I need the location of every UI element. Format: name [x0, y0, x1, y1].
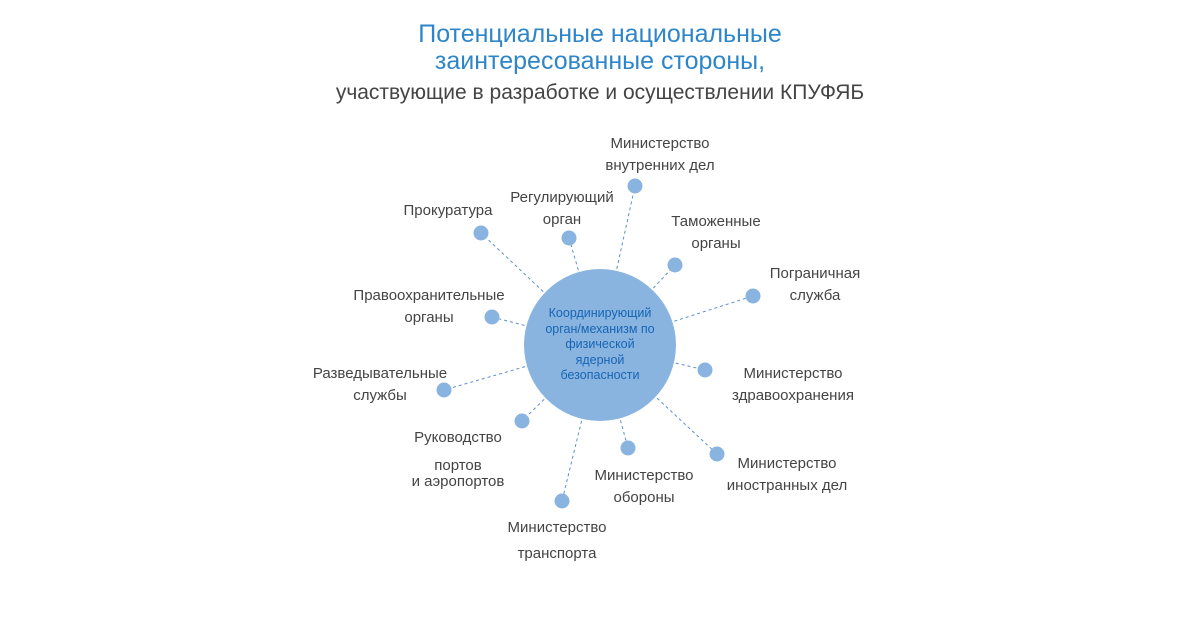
stakeholder-label-customs: Таможенные органы	[651, 211, 781, 255]
label-line: Министерство	[743, 365, 843, 382]
label-line: Разведывательные	[312, 365, 448, 382]
center-label: Координирующий орган/механизм по физичес…	[532, 306, 668, 384]
node-dot-customs	[667, 257, 683, 273]
node-dot-prosecutor	[473, 225, 489, 241]
label-line: Министерство	[507, 519, 607, 536]
node-dot-foreign	[709, 446, 725, 462]
label-line: иностранных дел	[726, 477, 848, 494]
node-group	[436, 178, 761, 509]
label-line: Руководство	[414, 429, 502, 446]
label-line: Таможенные	[671, 213, 761, 230]
node-dot-regulator	[561, 230, 577, 246]
stakeholder-label-ports: Руководство портов и аэропортов	[396, 427, 520, 493]
label-line: служба	[789, 287, 841, 304]
stakeholder-label-foreign: Министерство иностранных дел	[712, 453, 862, 497]
label-line: транспорта	[517, 545, 597, 562]
label-line: органы	[691, 235, 741, 252]
label-line: орган	[542, 211, 582, 228]
node-dot-mvd	[627, 178, 643, 194]
node-dot-transport	[554, 493, 570, 509]
stakeholder-label-law-enforcement: Правоохранительные органы	[334, 285, 524, 329]
title-line-1: Потенциальные национальные	[418, 20, 782, 48]
label-line: Министерство	[737, 455, 837, 472]
stakeholder-label-prosecutor: Прокуратура	[388, 200, 508, 222]
node-dot-ports	[514, 413, 530, 429]
stakeholder-label-regulator: Регулирующий орган	[494, 187, 630, 231]
center-label-line: безопасности	[560, 368, 640, 382]
label-line: здравоохранения	[732, 387, 854, 404]
center-circle	[524, 269, 676, 421]
label-line: Министерство	[610, 135, 710, 152]
label-line: органы	[404, 309, 454, 326]
stakeholder-label-defense: Министерство обороны	[576, 465, 712, 509]
node-dot-border	[745, 288, 761, 304]
node-dot-intelligence	[436, 382, 452, 398]
title-line-2: заинтересованные стороны,	[434, 47, 766, 75]
label-line: Правоохранительные	[353, 287, 505, 304]
connector-foreign	[652, 393, 718, 455]
stakeholder-label-intelligence: Разведывательные службы	[293, 363, 467, 407]
label-line: внутренних дел	[605, 157, 715, 174]
title-subtitle: участвующие в разработке и осуществлении…	[335, 81, 865, 104]
center-label-line: Координирующий	[548, 306, 652, 320]
label-line: и аэропортов	[411, 473, 505, 490]
node-dot-health	[697, 362, 713, 378]
label-line: Регулирующий	[510, 189, 614, 206]
label-line: портов	[434, 457, 482, 474]
stakeholder-label-border: Пограничная служба	[750, 263, 880, 307]
stakeholder-label-transport: Министерство транспорта	[489, 517, 625, 565]
center-label-line: ядерной	[575, 352, 625, 367]
label-line: обороны	[613, 489, 675, 506]
stakeholder-label-health: Министерство здравоохранения	[718, 363, 868, 407]
center-label-line: орган/механизм по	[545, 321, 655, 336]
node-dot-law-enforcement	[484, 309, 500, 325]
stakeholder-label-mvd: Министерство внутренних дел	[585, 133, 735, 177]
label-line: службы	[353, 387, 407, 404]
connector-transport	[561, 414, 584, 502]
connector-border	[668, 295, 754, 324]
center-label-line: физической	[565, 337, 635, 351]
label-line: Прокуратура	[403, 202, 493, 219]
node-dot-defense	[620, 440, 636, 456]
label-line: Министерство	[594, 467, 694, 484]
label-line: Пограничная	[769, 265, 861, 282]
